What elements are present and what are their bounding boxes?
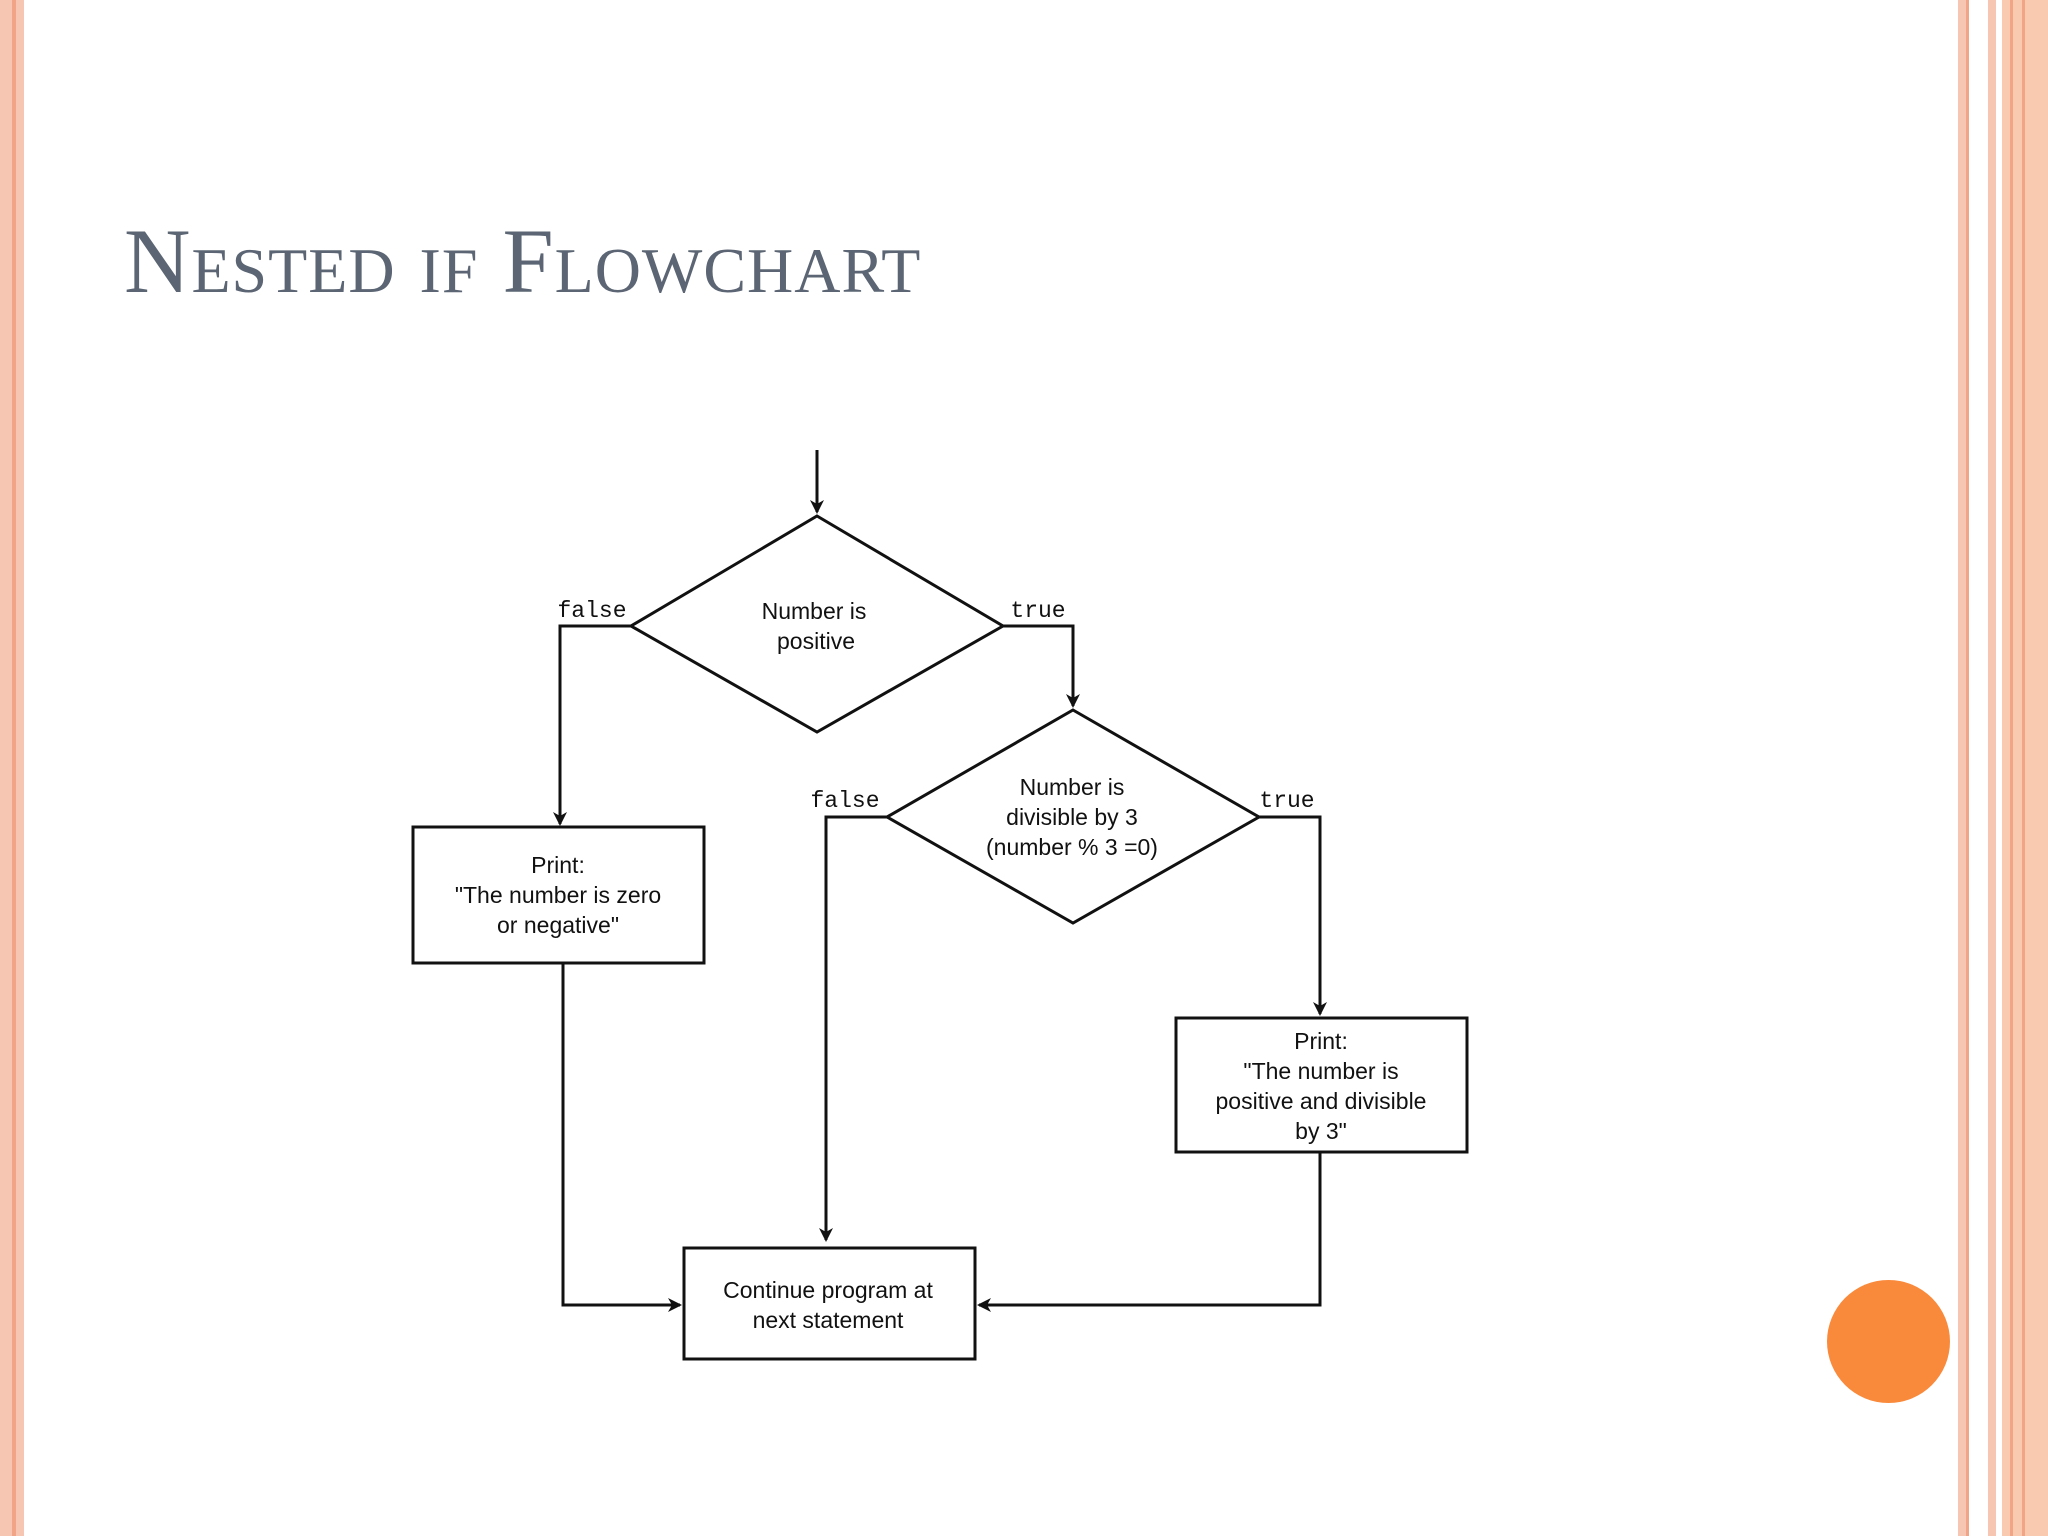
- orange-circle-decoration: [1827, 1280, 1950, 1403]
- right-border-stripes: [1958, 0, 2048, 1536]
- arrow-negative-to-continue: [561, 963, 682, 1312]
- box-divisible-line4: by 3": [1295, 1118, 1347, 1144]
- decision-divisible-by-3: [883, 708, 1263, 925]
- box-divisible-line1: Print:: [1294, 1028, 1348, 1054]
- decision1-false-label: false: [557, 598, 626, 624]
- decision2-true-label: true: [1259, 788, 1314, 814]
- decision2-false-label: false: [810, 788, 879, 814]
- decision2-text-line2: divisible by 3: [1006, 804, 1138, 830]
- arrow-divisible-to-continue: [977, 1152, 1322, 1312]
- box-continue-line1: Continue program at: [723, 1277, 933, 1303]
- box-negative-line2: "The number is zero: [455, 882, 661, 908]
- decision1-text-line1: Number is: [762, 598, 867, 624]
- decision1-true-label: true: [1010, 598, 1065, 624]
- left-border-line: [12, 0, 16, 1536]
- box-continue-program: [682, 1246, 977, 1361]
- box-continue-line2: next statement: [753, 1307, 904, 1333]
- decision2-text-line1: Number is: [1020, 774, 1125, 800]
- box-negative-line3: or negative": [497, 912, 619, 938]
- box-print-negative: [411, 825, 706, 965]
- decision1-text-line2: positive: [777, 628, 855, 654]
- arrow-divisible-false: [819, 815, 887, 1242]
- box-negative-line1: Print:: [531, 852, 585, 878]
- arrow-positive-true: [1003, 624, 1080, 708]
- box-divisible-line3: positive and divisible: [1216, 1088, 1427, 1114]
- arrow-positive-false: [553, 624, 631, 826]
- decision-number-positive: [628, 514, 1006, 734]
- box-divisible-line2: "The number is: [1243, 1058, 1398, 1084]
- slide-title: Nested if Flowchart: [124, 210, 922, 312]
- arrow-divisible-true: [1259, 815, 1327, 1016]
- decision2-text-line3: (number % 3 =0): [986, 834, 1158, 860]
